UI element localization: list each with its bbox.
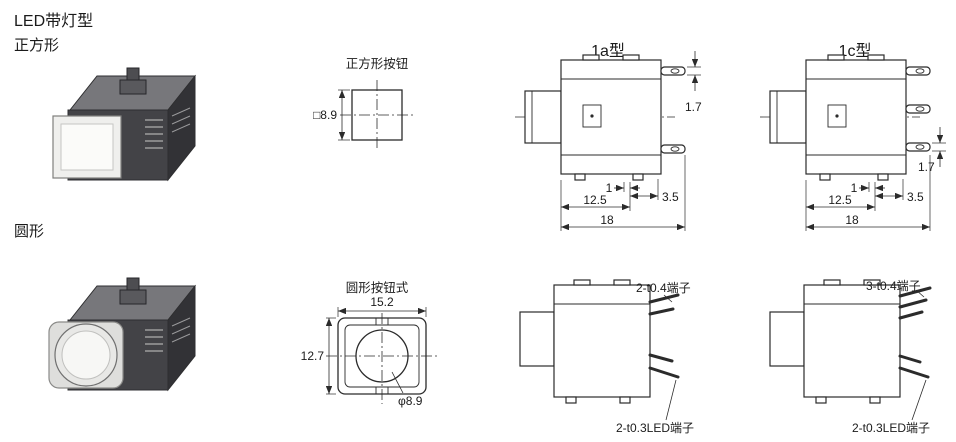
photo-label-texture xyxy=(145,107,191,149)
led-pin xyxy=(648,353,674,363)
dim-1c-pin-thickness: 1.7 xyxy=(918,127,946,174)
contact-pin xyxy=(898,310,924,320)
switch-body xyxy=(519,279,651,404)
round-section-title: 圆形 xyxy=(14,223,44,240)
round-button-photo xyxy=(48,277,197,392)
type-1c-title: 1c型 xyxy=(839,42,872,60)
photo-square-button-face xyxy=(60,123,114,171)
side-view-1a: 1.7 1 3.5 12.5 18 xyxy=(515,51,702,231)
photo-round-button-face xyxy=(61,330,111,380)
dim-pitch-label: 12.5 xyxy=(583,193,607,207)
terminal-top xyxy=(660,66,686,76)
dims-1a-bottom: 1 3.5 12.5 18 xyxy=(560,155,686,231)
switch-body xyxy=(769,279,901,404)
leader-top xyxy=(663,294,673,303)
dim-width-label: 15.2 xyxy=(370,295,394,309)
photo-latch-tab xyxy=(126,67,140,81)
dim-height-label: 12.7 xyxy=(301,349,325,363)
dim-round-width: 15.2 xyxy=(337,295,427,317)
side-view-terminals-b: 3-t0.4端子 2-t0.3LED端子 xyxy=(769,279,932,435)
terminal-middle xyxy=(905,104,931,114)
dims-1c-bottom: 1 3.5 12.5 18 xyxy=(805,155,931,231)
dim-diameter-label: φ8.9 xyxy=(398,394,423,408)
dim-pitch2-label: 3.5 xyxy=(907,190,924,204)
side-view-1c: 1.7 1 3.5 12.5 18 xyxy=(760,54,946,231)
photo-latch xyxy=(119,79,147,95)
round-button-drawing: 圆形按钮式 15.2 12.7 φ8.9 xyxy=(301,280,438,408)
square-section-title: 正方形 xyxy=(14,37,59,54)
contact-pin xyxy=(648,293,680,304)
leader-top xyxy=(915,289,925,298)
dim-overall-label: 18 xyxy=(600,213,614,227)
round-drawing-caption: 圆形按钮式 xyxy=(346,280,409,295)
side-view-terminals-a: 2-t0.4端子 2-t0.3LED端子 xyxy=(519,279,694,435)
terminal-label-led: 2-t0.3LED端子 xyxy=(616,421,694,435)
square-drawing-caption: 正方形按钮 xyxy=(346,56,409,71)
leader-bottom xyxy=(665,379,677,421)
led-pin xyxy=(898,354,922,364)
terminal-label-contact: 2-t0.4端子 xyxy=(636,281,691,295)
dim-square-side: □8.9 xyxy=(313,89,350,141)
led-pin xyxy=(648,366,680,379)
dim-pin-label: 1.7 xyxy=(918,160,935,174)
photo-latch-tab xyxy=(126,277,140,291)
leader-bottom xyxy=(911,379,927,421)
switch-body xyxy=(769,54,907,181)
square-button-drawing: 正方形按钮 □8.9 xyxy=(313,56,414,150)
terminal-bottom xyxy=(660,144,686,154)
dim-overall-label: 18 xyxy=(845,213,859,227)
dim-offset-label: 1 xyxy=(851,181,858,195)
dim-round-height: 12.7 xyxy=(301,317,336,395)
page-title: LED带灯型 xyxy=(14,12,93,30)
dim-square-side-label: □8.9 xyxy=(313,108,337,122)
dim-pitch2-label: 3.5 xyxy=(662,190,679,204)
terminal-label-contact: 3-t0.4端子 xyxy=(866,279,921,293)
square-button-photo xyxy=(52,67,197,182)
terminal-top xyxy=(905,66,931,76)
dim-round-diameter: φ8.9 xyxy=(391,371,423,408)
dim-1a-pin-thickness: 1.7 xyxy=(685,51,702,114)
photo-latch xyxy=(119,289,147,305)
terminal-bottom xyxy=(905,142,931,152)
terminal-label-led: 2-t0.3LED端子 xyxy=(852,421,930,435)
contact-pin xyxy=(898,298,928,309)
dim-pin-label: 1.7 xyxy=(685,100,702,114)
contact-pin xyxy=(648,307,675,316)
dim-offset-label: 1 xyxy=(606,181,613,195)
photo-label-texture xyxy=(145,317,191,352)
switch-body xyxy=(524,54,662,181)
led-pin xyxy=(898,366,930,379)
contact-pin xyxy=(898,286,932,298)
dim-pitch-label: 12.5 xyxy=(828,193,852,207)
